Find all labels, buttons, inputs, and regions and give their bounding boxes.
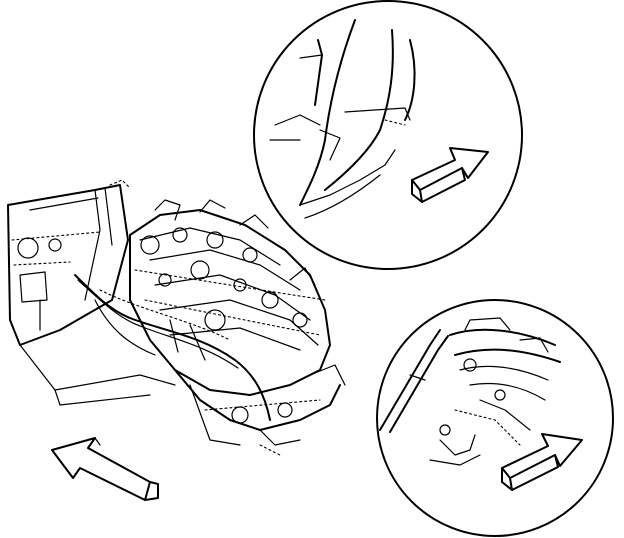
direction-arrow-icon: [501, 433, 583, 491]
direction-arrow-icon: [411, 147, 489, 203]
detail-view-top: [253, 0, 523, 270]
direction-arrow-icon: [51, 437, 159, 501]
engine-overview-drawing: [7, 179, 346, 456]
detail-view-bottom: [376, 299, 614, 537]
